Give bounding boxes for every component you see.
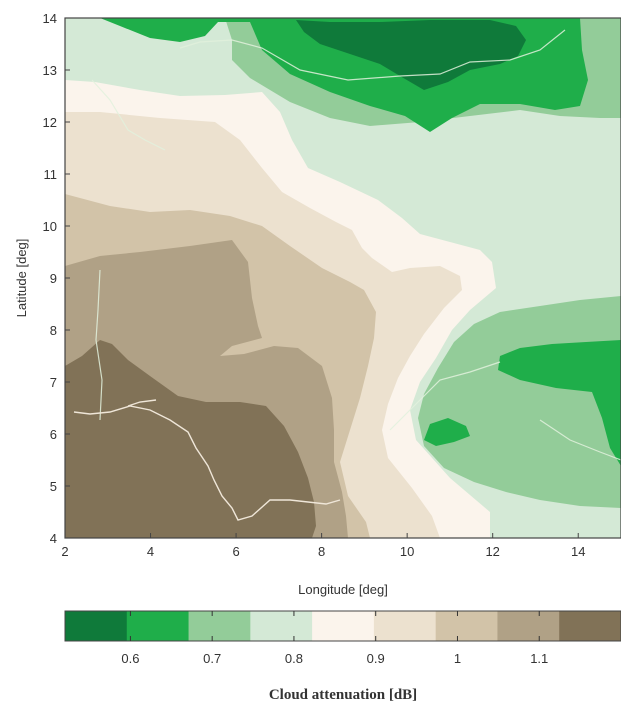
colorbar-segment [497,611,560,641]
y-tick-label: 4 [50,531,57,546]
y-tick-label: 6 [50,427,57,442]
x-tick-label: 12 [485,544,499,559]
coastline [73,399,341,521]
x-axis-ticks: 2 4 6 8 10 12 14 [61,533,585,559]
x-tick-label: 8 [318,544,325,559]
colorbar-segment [559,611,621,641]
y-tick-label: 11 [44,167,58,182]
map-plot-area [65,18,621,538]
x-tick-label: 6 [232,544,239,559]
contour-band-1-05 [65,340,316,538]
colorbar-tick-label: 0.9 [367,651,385,666]
colorbar-segment [435,611,498,641]
y-tick-label: 8 [50,323,57,338]
x-axis-label: Longitude [deg] [298,582,388,597]
colorbar-segment [126,611,190,641]
colorbar-segment [312,611,375,641]
colorbar-segment [65,611,128,641]
contour-band-0-70-east [498,340,621,466]
y-tick-label: 7 [50,375,57,390]
y-axis-label: Latitude [deg] [14,239,29,318]
y-tick-label: 9 [50,271,57,286]
colorbar-ticks: 0.6 0.7 0.8 0.9 1 1.1 [121,611,548,666]
colorbar-tick-label: 1 [454,651,461,666]
x-tick-label: 14 [571,544,585,559]
x-tick-label: 4 [147,544,154,559]
colorbar-tick-label: 0.6 [121,651,139,666]
contour-band-0-65-north [296,20,526,90]
border-lines [91,29,621,461]
colorbar-label: Cloud attenuation [dB] [269,687,417,703]
colorbar-tick-label: 1.1 [530,651,548,666]
colorbar [64,610,621,642]
colorbar-frame [64,610,621,642]
y-tick-label: 10 [43,219,57,234]
x-tick-label: 10 [400,544,414,559]
y-tick-label: 5 [50,479,57,494]
x-tick-label: 2 [61,544,68,559]
colorbar-segment [188,611,251,641]
y-tick-label: 13 [43,63,57,78]
y-tick-label: 14 [43,11,57,26]
y-axis-ticks: 4 5 6 7 8 9 10 11 12 13 14 [43,11,70,546]
colorbar-tick-label: 0.8 [285,651,303,666]
colorbar-segment [373,611,437,641]
colorbar-tick-label: 0.7 [203,651,221,666]
y-tick-label: 12 [43,115,57,130]
colorbar-segment [250,611,313,641]
contour-band-0-70-east-blob [424,418,470,446]
